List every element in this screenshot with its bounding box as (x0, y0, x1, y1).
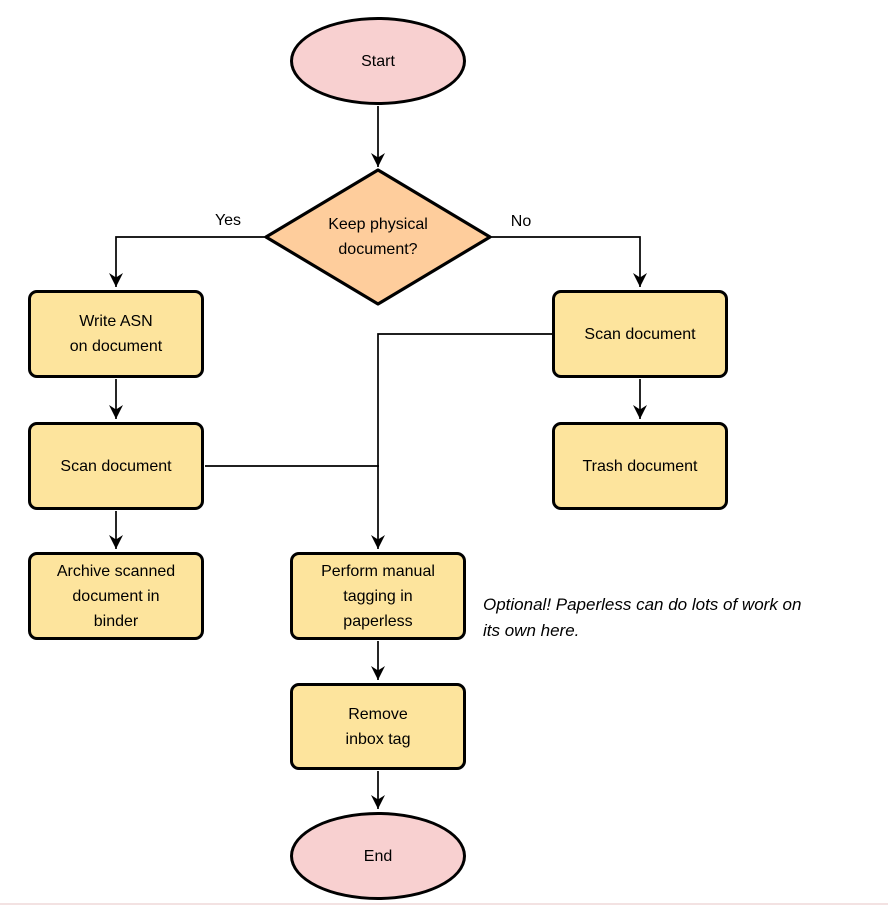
decision-diamond-shape (264, 168, 492, 306)
edge-yes-to-write-asn (109, 236, 266, 287)
node-scan-document-right: Scan document (552, 290, 728, 378)
node-trash-document: Trash document (552, 422, 728, 510)
node-remove-inbox-tag: Remove inbox tag (290, 683, 466, 770)
node-end: End (290, 812, 466, 900)
edge-label-no: No (510, 213, 532, 230)
node-scan-document-left: Scan document (28, 422, 204, 510)
node-decision-keep-physical: Keep physical document? (262, 166, 494, 308)
decision-label: Keep physical document? (328, 216, 428, 258)
bottom-edge-line (0, 903, 888, 905)
edge-label-yes: Yes (214, 212, 242, 229)
node-start: Start (290, 17, 466, 105)
annotation-optional-note: Optional! Paperless can do lots of work … (483, 595, 802, 640)
edge-scan-right-to-tagging (371, 333, 553, 549)
edge-no-to-scan-right (490, 236, 647, 287)
node-manual-tagging: Perform manual tagging in paperless (290, 552, 466, 640)
node-write-asn: Write ASN on document (28, 290, 204, 378)
node-archive-binder: Archive scanned document in binder (28, 552, 204, 640)
